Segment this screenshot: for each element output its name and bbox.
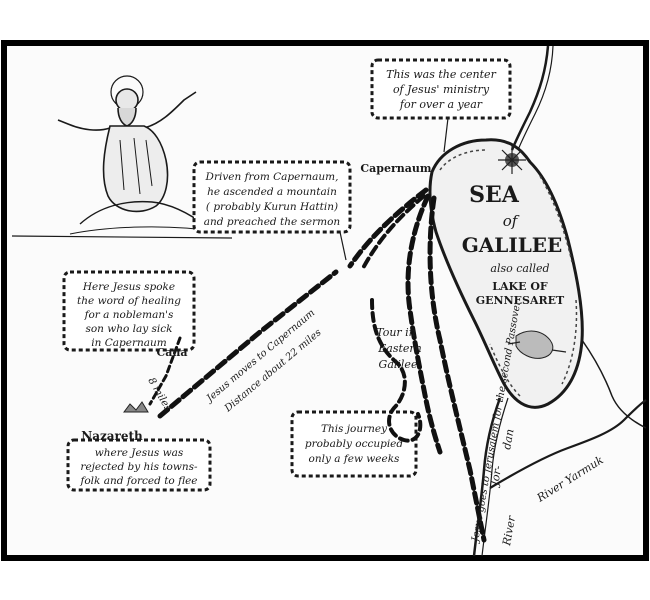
tour-label-2: Eastern [377, 342, 422, 355]
note-driven-line-2: he ascended a mountain [207, 186, 337, 198]
sea-alias-3: GENNESARET [476, 294, 565, 307]
yarmuk-river [489, 399, 647, 489]
note-nazareth: where Jesus was rejected by his towns- f… [66, 438, 212, 492]
note-healing-line-3: for a nobleman's [84, 309, 174, 321]
note-nazareth-line-2: rejected by his towns- [80, 461, 198, 473]
sea-label-3: GALILEE [462, 233, 563, 257]
sea-alias-2: LAKE OF [492, 280, 548, 293]
note-nazareth-line-3: folk and forced to flee [79, 475, 197, 487]
jordan-river-north [510, 45, 550, 151]
place-capernaum: Capernaum [360, 162, 431, 175]
note-healing-line-1: Here Jesus spoke [82, 281, 175, 293]
place-cana: Cana [156, 346, 187, 359]
river-label-jor: Jor- [488, 464, 505, 488]
route-eastern-tour [370, 298, 423, 443]
place-nazareth: Nazareth [81, 429, 143, 443]
note-nazareth-line-1: where Jesus was [95, 447, 184, 459]
route-capernaum-south-2 [427, 195, 487, 543]
note-center-line-1: This was the center [386, 68, 496, 81]
route-cana-nazareth [148, 336, 182, 406]
jordan-river-north-bank [517, 45, 554, 151]
jordan-river-south [472, 397, 502, 557]
note-journey-line-1: This journey [321, 423, 388, 435]
note-driven: Driven from Capernaum, he ascended a mou… [192, 160, 352, 261]
route-capernaum-south-1 [405, 193, 443, 455]
note-driven-line-3: ( probably Kurun Hattin) [206, 201, 338, 213]
note-journey-line-3: only a few weeks [309, 453, 401, 465]
note-driven-line-1: Driven from Capernaum, [205, 171, 339, 183]
route-capernaum-mount-1 [347, 187, 429, 269]
jordan-river-south-bank [481, 397, 509, 557]
note-healing-line-4: son who lay sick [85, 323, 172, 335]
note-center-line-2: of Jesus' ministry [393, 83, 490, 96]
lake-monster-icon [507, 330, 567, 359]
route-nazareth-capernaum [157, 269, 339, 419]
sea-shore-hatching [439, 149, 578, 397]
tour-label-3: Galilee [379, 358, 418, 371]
route-capernaum-mount-2 [360, 194, 426, 272]
note-journey: This journey probably occupied only a fe… [290, 410, 418, 478]
nazareth-marker [123, 401, 149, 413]
note-center: This was the center of Jesus' ministry f… [370, 58, 512, 153]
tour-label-1: Tour in [376, 326, 416, 339]
routes [148, 187, 487, 543]
river-east-coast [581, 339, 647, 429]
sea-label-2: of [503, 212, 520, 230]
river-label-dan: dan [500, 428, 516, 451]
river-label-river: River [500, 514, 518, 547]
note-journey-line-2: probably occupied [305, 438, 404, 450]
jesus-figure [11, 75, 233, 239]
note-healing-line-5: in Capernaum [91, 337, 166, 349]
note-center-line-3: for over a year [399, 98, 483, 111]
sea-alias-1: also called [490, 262, 549, 275]
note-healing: Here Jesus spoke the word of healing for… [62, 270, 196, 352]
capernaum-marker [498, 146, 526, 174]
sea-label-1: SEA [469, 182, 520, 208]
note-driven-line-4: and preached the sermon [204, 216, 341, 228]
note-healing-line-2: the word of healing [77, 295, 181, 307]
